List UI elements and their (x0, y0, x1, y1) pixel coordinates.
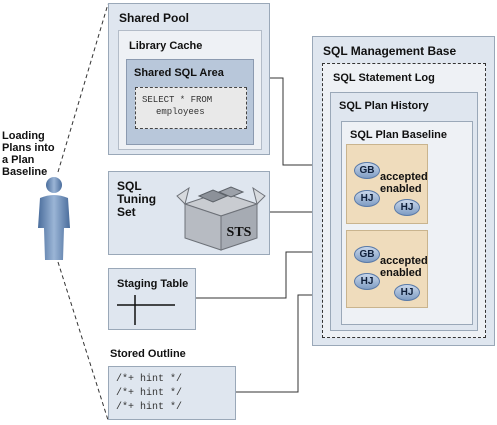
label-line: a Plan (2, 154, 35, 166)
label-line: Loading (2, 130, 45, 142)
hint-list: /*+ hint */ /*+ hint */ /*+ hint */ (116, 373, 182, 415)
hint-line: /*+ hint */ (116, 402, 183, 413)
plan-status: accepted enabled (380, 171, 428, 195)
label-line: Plans into (2, 142, 55, 154)
sql-management-base-title: SQL Management Base (323, 44, 457, 58)
stored-outline-panel: /*+ hint */ /*+ hint */ /*+ hint */ (108, 366, 236, 420)
shared-pool-title: Shared Pool (119, 11, 190, 25)
library-cache-panel: Library Cache Shared SQL Area SELECT * F… (118, 30, 262, 150)
staging-table-title: Staging Table (117, 278, 189, 290)
hj-node: HJ (394, 284, 420, 301)
hj-node: HJ (354, 190, 380, 207)
hint-line: /*+ hint */ (116, 388, 183, 399)
sql-statement-box: SELECT * FROM employees (135, 87, 247, 129)
sql-plan-history-title: SQL Plan History (339, 100, 429, 112)
sts-box-icon: STS (176, 186, 266, 251)
status-line: enabled (380, 267, 422, 279)
sql-tuning-set-panel: SQL Tuning Set STS (108, 171, 270, 255)
sql-line: SELECT * FROM (142, 95, 213, 105)
person-icon (38, 177, 70, 260)
sts-box-label: STS (227, 225, 252, 240)
loading-plans-label: Loading Plans into a Plan Baseline (2, 130, 58, 178)
title-line: Tuning (117, 192, 157, 206)
shared-sql-area-title: Shared SQL Area (134, 67, 224, 79)
status-line: accepted (380, 171, 428, 183)
gb-node: GB (354, 162, 380, 179)
stored-outline-title: Stored Outline (110, 348, 186, 360)
status-line: enabled (380, 183, 422, 195)
shared-sql-area-panel: Shared SQL Area SELECT * FROM employees (126, 59, 254, 145)
shared-pool-panel: Shared Pool Library Cache Shared SQL Are… (108, 3, 270, 155)
status-line: accepted (380, 255, 428, 267)
hint-line: /*+ hint */ (116, 374, 183, 385)
title-line: SQL (117, 179, 142, 193)
label-line: Baseline (2, 166, 48, 178)
staging-table-panel: Staging Table (108, 268, 196, 330)
gb-node: GB (354, 246, 380, 263)
fan-line-bottom (57, 261, 109, 421)
sql-plan-baseline-title: SQL Plan Baseline (350, 129, 448, 141)
hj-node: HJ (394, 199, 420, 216)
sql-statement-text: SELECT * FROM employees (142, 94, 212, 118)
fan-line-top (57, 3, 109, 173)
title-line: Set (117, 205, 136, 219)
library-cache-title: Library Cache (129, 40, 203, 52)
table-icon (117, 295, 175, 325)
hj-node: HJ (354, 273, 380, 290)
sql-tuning-set-title: SQL Tuning Set (117, 180, 156, 219)
sql-statement-log-title: SQL Statement Log (333, 72, 435, 84)
sql-line: employees (156, 107, 205, 117)
plan-status: accepted enabled (380, 255, 428, 279)
